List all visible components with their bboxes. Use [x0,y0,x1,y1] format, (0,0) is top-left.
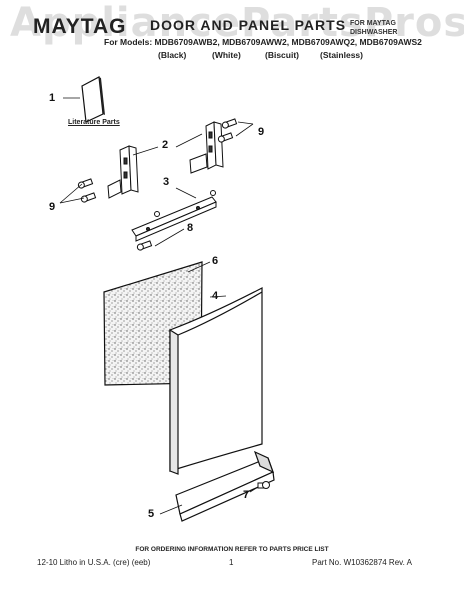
literature-booklet [63,76,105,123]
leader-lines [59,121,259,515]
page-title: DOOR AND PANEL PARTS [150,17,347,33]
callout-5: 5 [148,508,155,520]
callout-8: 8 [187,222,194,234]
callout-7: 7 [243,489,250,501]
page-number: 1 [229,558,234,567]
color-biscuit: (Biscuit) [265,50,299,60]
product-type-line1: FOR MAYTAG [350,20,396,27]
callout-2: 2 [162,139,169,151]
part-number: Part No. W10362874 Rev. A [312,558,412,567]
callout-4: 4 [212,290,219,302]
model-list: For Models: MDB6709AWB2, MDB6709AWW2, MD… [104,37,422,47]
outer-door-panel [169,287,263,475]
callout-6: 6 [212,255,219,267]
product-type: FOR MAYTAG DISHWASHER [350,19,397,37]
screws [77,118,238,251]
literature-parts-label: Literature Parts [68,119,120,126]
watermark: AppliancePartsPros.com [10,0,464,46]
callout-1: 1 [49,92,56,104]
toe-panel-screw [257,481,270,489]
callout-9-lower: 9 [49,201,56,213]
color-stainless: (Stainless) [320,50,363,60]
callout-9-upper: 9 [258,126,265,138]
left-hinge-bracket [107,145,139,199]
toe-panel [175,450,275,522]
color-black: (Black) [158,50,187,60]
handle-rail [131,196,217,242]
right-hinge-bracket [189,121,224,174]
brand-logo: MAYTAG [33,15,127,38]
litho-info: 12-10 Litho in U.S.A. (cre) (eeb) [37,558,151,567]
color-white: (White) [212,50,241,60]
product-type-line2: DISHWASHER [350,29,398,36]
callout-3: 3 [163,176,170,188]
ordering-note: FOR ORDERING INFORMATION REFER TO PARTS … [135,546,329,553]
